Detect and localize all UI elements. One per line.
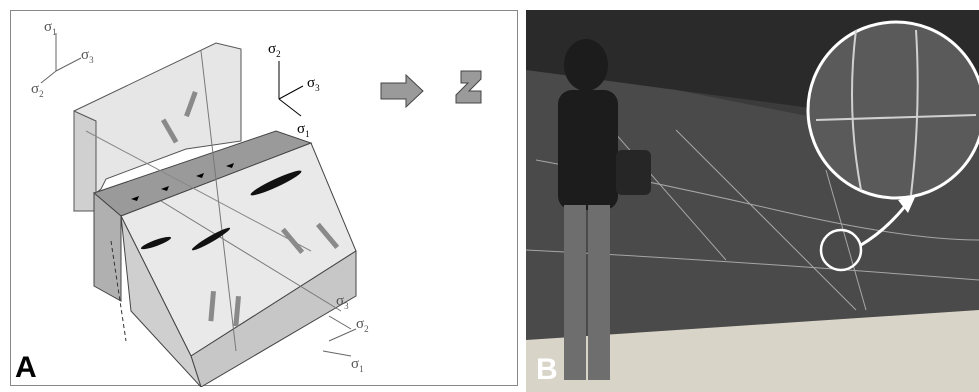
callout-magnified-circle (808, 22, 979, 198)
panel-label-b: B (536, 355, 558, 385)
sigma1-label-bottom: σ1 (351, 356, 364, 374)
panel-label-a: A (15, 353, 37, 383)
sigma1-label: σ1 (44, 19, 57, 37)
sense-of-shear-icon (381, 71, 481, 107)
block-diagram-svg (11, 11, 519, 387)
sigma3-label-center: σ3 (307, 75, 320, 93)
stress-axes-top-center (279, 61, 303, 116)
panel-a-block-diagram: σ1 σ3 σ2 σ2 σ3 σ1 σ3 σ2 σ1 A (10, 10, 518, 386)
sigma3-label: σ3 (81, 47, 94, 65)
sigma2-label: σ2 (31, 81, 44, 99)
sigma2-label-bottom: σ2 (356, 316, 369, 334)
panel-b-photograph: B (526, 10, 979, 392)
outcrop-photo-svg (526, 10, 979, 392)
block-back-left-edge (74, 111, 96, 211)
stress-axes-top-left (41, 33, 81, 83)
sigma3-label-bottom: σ3 (336, 293, 349, 311)
stress-axes-bottom-right (323, 316, 356, 356)
sigma2-label-center: σ2 (268, 41, 281, 59)
sigma1-label-center: σ1 (297, 121, 310, 139)
